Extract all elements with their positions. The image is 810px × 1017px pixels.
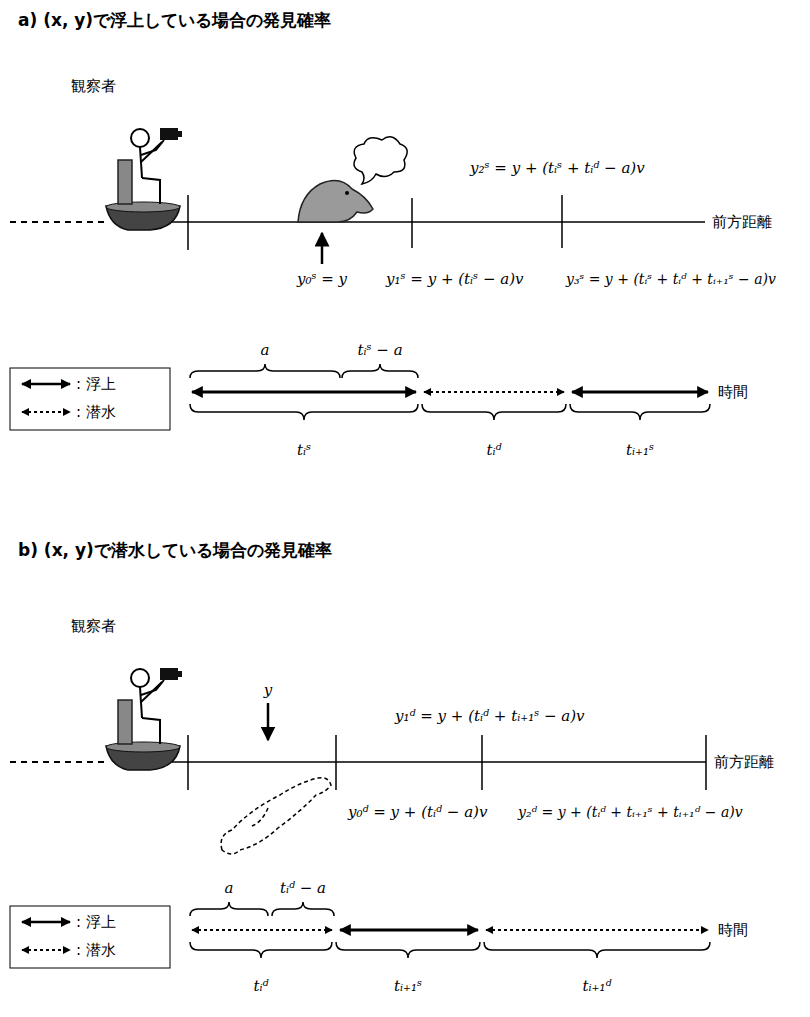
- observer-arm: [141, 142, 162, 162]
- legend-text: : 潜水: [76, 941, 116, 959]
- duration-label: tᵢˢ: [297, 441, 311, 459]
- legend-dotted-sample: [22, 411, 70, 413]
- dolphin-eye: [345, 191, 349, 195]
- position-arrow: [321, 233, 324, 264]
- brace: [336, 942, 480, 958]
- legend-text: : 潜水: [76, 403, 116, 421]
- axis-label: 前方距離: [712, 213, 772, 231]
- dashed-track: [10, 761, 104, 763]
- observer-figure: [10, 128, 182, 230]
- boat-rim: [106, 742, 180, 752]
- legend-box: [10, 368, 170, 430]
- dolphin-fin: [252, 808, 268, 826]
- brace: [484, 942, 710, 958]
- duration-label: tᵢᵈ − a: [280, 879, 326, 897]
- position-arrow: [267, 703, 270, 740]
- axis-label: 前方距離: [714, 753, 774, 771]
- legend-text: : 浮上: [76, 375, 116, 393]
- axis-tick: [561, 195, 563, 248]
- brace: [422, 404, 566, 420]
- legend-dotted-sample: [22, 949, 70, 951]
- position-label: y: [264, 681, 272, 699]
- axis-tick: [481, 735, 483, 790]
- observer-label: 観察者: [71, 77, 116, 95]
- axis-tick: [187, 195, 189, 250]
- camera: [160, 128, 178, 140]
- surface-period: [340, 929, 478, 932]
- brace: [190, 404, 418, 420]
- observer-arm: [141, 682, 162, 702]
- axis-tick: [335, 735, 337, 790]
- axis-tick: [705, 735, 707, 790]
- duration-label: tᵢ₊₁ˢ: [626, 441, 654, 459]
- blow-cloud: [354, 137, 407, 184]
- position-formula: y₀ᵈ = y + (tᵢᵈ − a)v: [348, 803, 487, 821]
- axis-label: 時間: [718, 383, 748, 401]
- duration-label: tᵢᵈ: [253, 977, 268, 995]
- dashed-track: [10, 221, 104, 223]
- surfaced-dolphin: [298, 180, 373, 222]
- observer-legs: [142, 178, 160, 204]
- observer-head: [131, 129, 149, 147]
- surface-period: [192, 391, 416, 394]
- boat-rim: [106, 202, 180, 212]
- camera: [160, 668, 178, 680]
- brace: [570, 404, 710, 420]
- panel-heading: a) (x, y)で浮上している場合の発見確率: [18, 10, 331, 30]
- diving-dolphin: [221, 778, 331, 854]
- observer-head: [131, 669, 149, 687]
- camera-lens: [176, 131, 182, 137]
- observer-figure: [10, 668, 182, 770]
- position-formula: y₁ᵈ = y + (tᵢᵈ + tᵢ₊₁ˢ − a)v: [395, 707, 585, 725]
- seat-back: [118, 700, 132, 744]
- position-formula: y₀ˢ = y: [297, 270, 347, 288]
- brace: [190, 942, 332, 958]
- dive-period: [192, 929, 332, 931]
- position-formula: y₃ˢ = y + (tᵢˢ + tᵢᵈ + tᵢ₊₁ˢ − a)v: [566, 271, 776, 288]
- panel-heading: b) (x, y)で潜水している場合の発見確率: [18, 540, 332, 560]
- axis-tick: [187, 735, 189, 790]
- duration-label: tᵢˢ − a: [357, 341, 402, 359]
- brace: [272, 902, 334, 916]
- observer-label: 観察者: [71, 617, 116, 635]
- position-formula: y₁ˢ = y + (tᵢˢ − a)v: [386, 270, 524, 288]
- brace: [342, 364, 418, 378]
- camera-lens: [176, 671, 182, 677]
- seat-back: [118, 160, 132, 204]
- axis-label: 時間: [718, 921, 748, 939]
- brace: [190, 364, 340, 378]
- position-formula: y₂ˢ = y + (tᵢˢ + tᵢᵈ − a)v: [470, 159, 645, 177]
- observer-legs: [142, 718, 160, 744]
- brace: [190, 902, 268, 916]
- surface-period: [572, 391, 708, 394]
- legend-solid-sample: [22, 383, 70, 386]
- legend-text: : 浮上: [76, 913, 116, 931]
- dive-period: [424, 391, 564, 393]
- distance-axis: [172, 761, 706, 763]
- duration-label: a: [225, 879, 234, 897]
- dive-period: [486, 929, 708, 931]
- duration-label: a: [261, 341, 270, 359]
- position-formula: y₂ᵈ = y + (tᵢᵈ + tᵢ₊₁ˢ + tᵢ₊₁ᵈ − a)v: [518, 804, 743, 821]
- legend-solid-sample: [22, 921, 70, 924]
- duration-label: tᵢ₊₁ˢ: [394, 977, 422, 995]
- duration-label: tᵢ₊₁ᵈ: [583, 977, 612, 995]
- axis-tick: [411, 198, 413, 248]
- legend-box: [10, 906, 170, 968]
- duration-label: tᵢᵈ: [486, 441, 501, 459]
- distance-axis: [172, 221, 705, 223]
